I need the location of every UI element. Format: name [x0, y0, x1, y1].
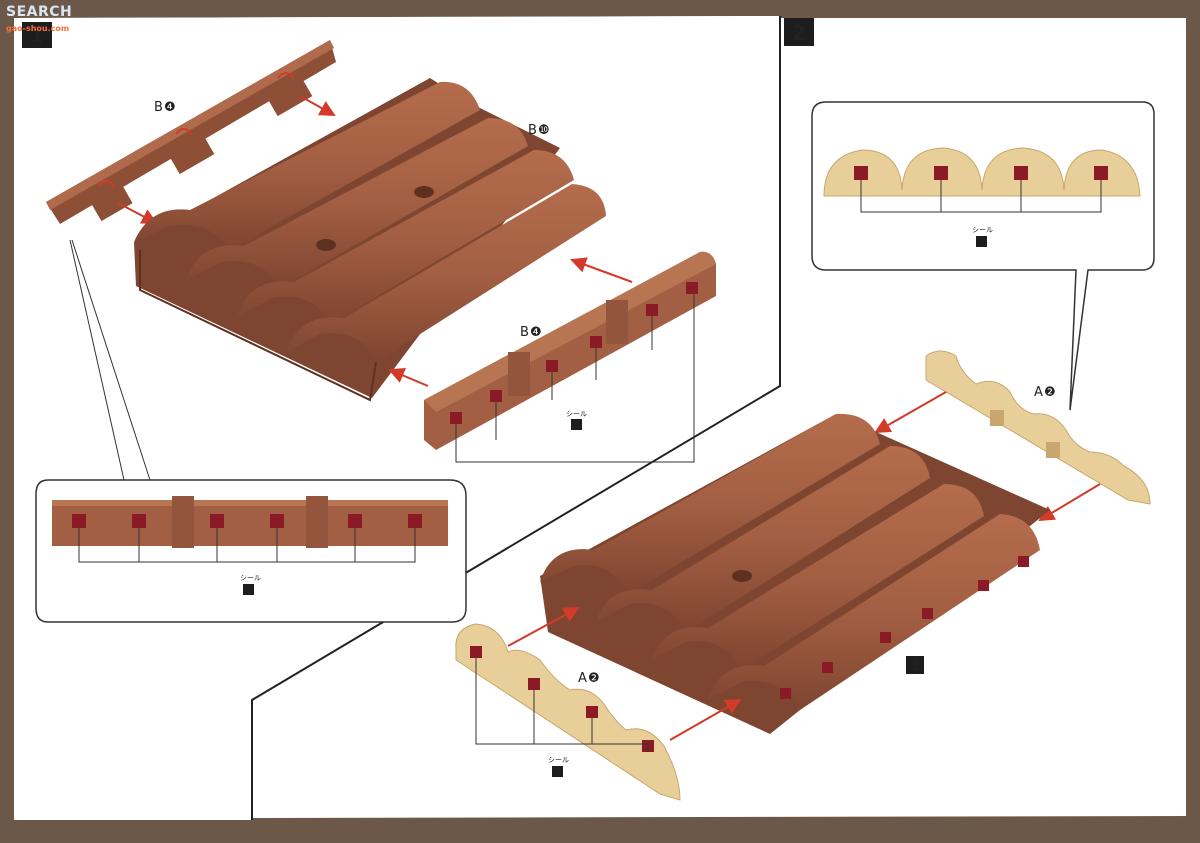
step-1-number: 1 — [31, 26, 44, 47]
svg-text:A: A — [578, 671, 587, 686]
part-b4-front-rail — [424, 251, 716, 450]
watermark-logo: SEARCH gao-shou.com — [6, 4, 73, 33]
step-1-badge: 1 — [22, 22, 52, 48]
svg-text:❷: ❷ — [1044, 385, 1056, 400]
seal-label-b4: シール — [566, 410, 587, 418]
part-a2-left — [455, 623, 681, 801]
svg-text:❿: ❿ — [538, 123, 550, 138]
seal-leaders-b4 — [455, 294, 695, 463]
seal-leaders-step2-bottom — [475, 658, 649, 752]
svg-text:3: 3 — [574, 421, 580, 431]
step-2-badge: 2 — [784, 18, 814, 46]
svg-text:3: 3 — [555, 768, 561, 778]
seal-label-step2-bottom: シール — [548, 756, 569, 764]
svg-text:❹: ❹ — [530, 325, 542, 340]
svg-text:B: B — [520, 325, 529, 340]
label-b10: B ❿ — [528, 123, 550, 138]
callout-log-ends-detail — [823, 147, 1141, 197]
seal-label-callout: シール — [240, 574, 261, 582]
label-a2-left: A ❷ — [578, 671, 600, 686]
svg-text:❹: ❹ — [164, 100, 176, 115]
seal-badge-step2-top: 3 — [976, 236, 987, 248]
svg-text:B: B — [528, 123, 537, 138]
seal-badge-b4: 3 — [571, 419, 582, 431]
svg-text:3: 3 — [979, 238, 985, 248]
part-b10-log-raft — [134, 78, 606, 402]
step-2-number: 2 — [792, 21, 806, 45]
label-b4-top: B ❹ — [154, 100, 176, 115]
seal-badge-step2-bottom: 3 — [552, 766, 563, 778]
seal-badge-callout: 3 — [243, 584, 254, 596]
svg-text:A: A — [1034, 385, 1043, 400]
part-b4-back-rail — [46, 40, 336, 224]
svg-text:1: 1 — [911, 659, 919, 674]
watermark-text: SEARCH — [6, 4, 73, 20]
svg-text:3: 3 — [246, 586, 252, 596]
watermark-url: gao-shou.com — [6, 24, 70, 33]
step-1-ref-badge: 1 — [906, 656, 924, 674]
svg-text:B: B — [154, 100, 163, 115]
seal-leaders-callout — [78, 528, 416, 563]
seal-label-step2-top: シール — [972, 226, 993, 234]
label-a2-right: A ❷ — [1034, 385, 1056, 400]
part-a2-right — [925, 350, 1151, 505]
seal-leaders-step2-top — [860, 180, 1102, 213]
log-raft-assembled — [540, 413, 1050, 734]
callout-rail-detail — [52, 496, 448, 548]
label-b4-front: B ❹ — [520, 325, 542, 340]
svg-text:❷: ❷ — [588, 671, 600, 686]
